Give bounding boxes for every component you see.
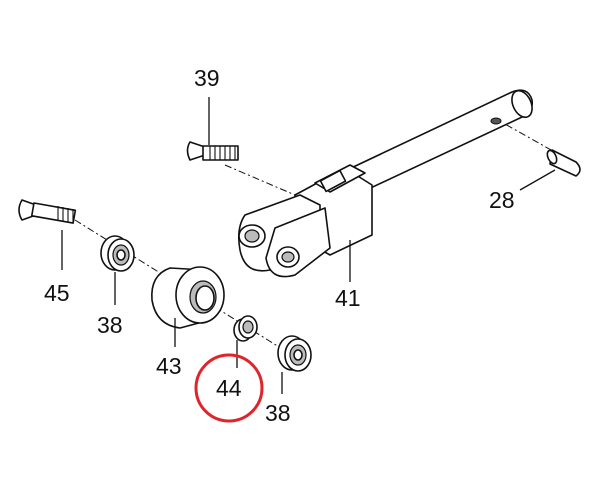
pin-part-28	[546, 149, 581, 177]
collar-part-44	[233, 315, 258, 342]
callout-39: 39	[194, 65, 220, 91]
callout-38-left: 38	[97, 312, 123, 338]
callout-44: 44	[216, 375, 242, 401]
bearing-part-38-left	[100, 235, 135, 272]
screw-part-39	[186, 141, 239, 161]
roller-part-43	[151, 266, 225, 329]
leader-lines	[61, 97, 556, 394]
bearing-part-38-right	[277, 335, 312, 372]
callout-38-right: 38	[265, 400, 291, 426]
screw-part-45	[18, 199, 77, 224]
callout-28: 28	[489, 187, 515, 213]
callout-43: 43	[156, 353, 182, 379]
callout-41: 41	[335, 285, 361, 311]
callout-45: 45	[44, 280, 70, 306]
highlight-circle	[194, 353, 264, 423]
shaft-arm-part-41	[238, 89, 534, 278]
